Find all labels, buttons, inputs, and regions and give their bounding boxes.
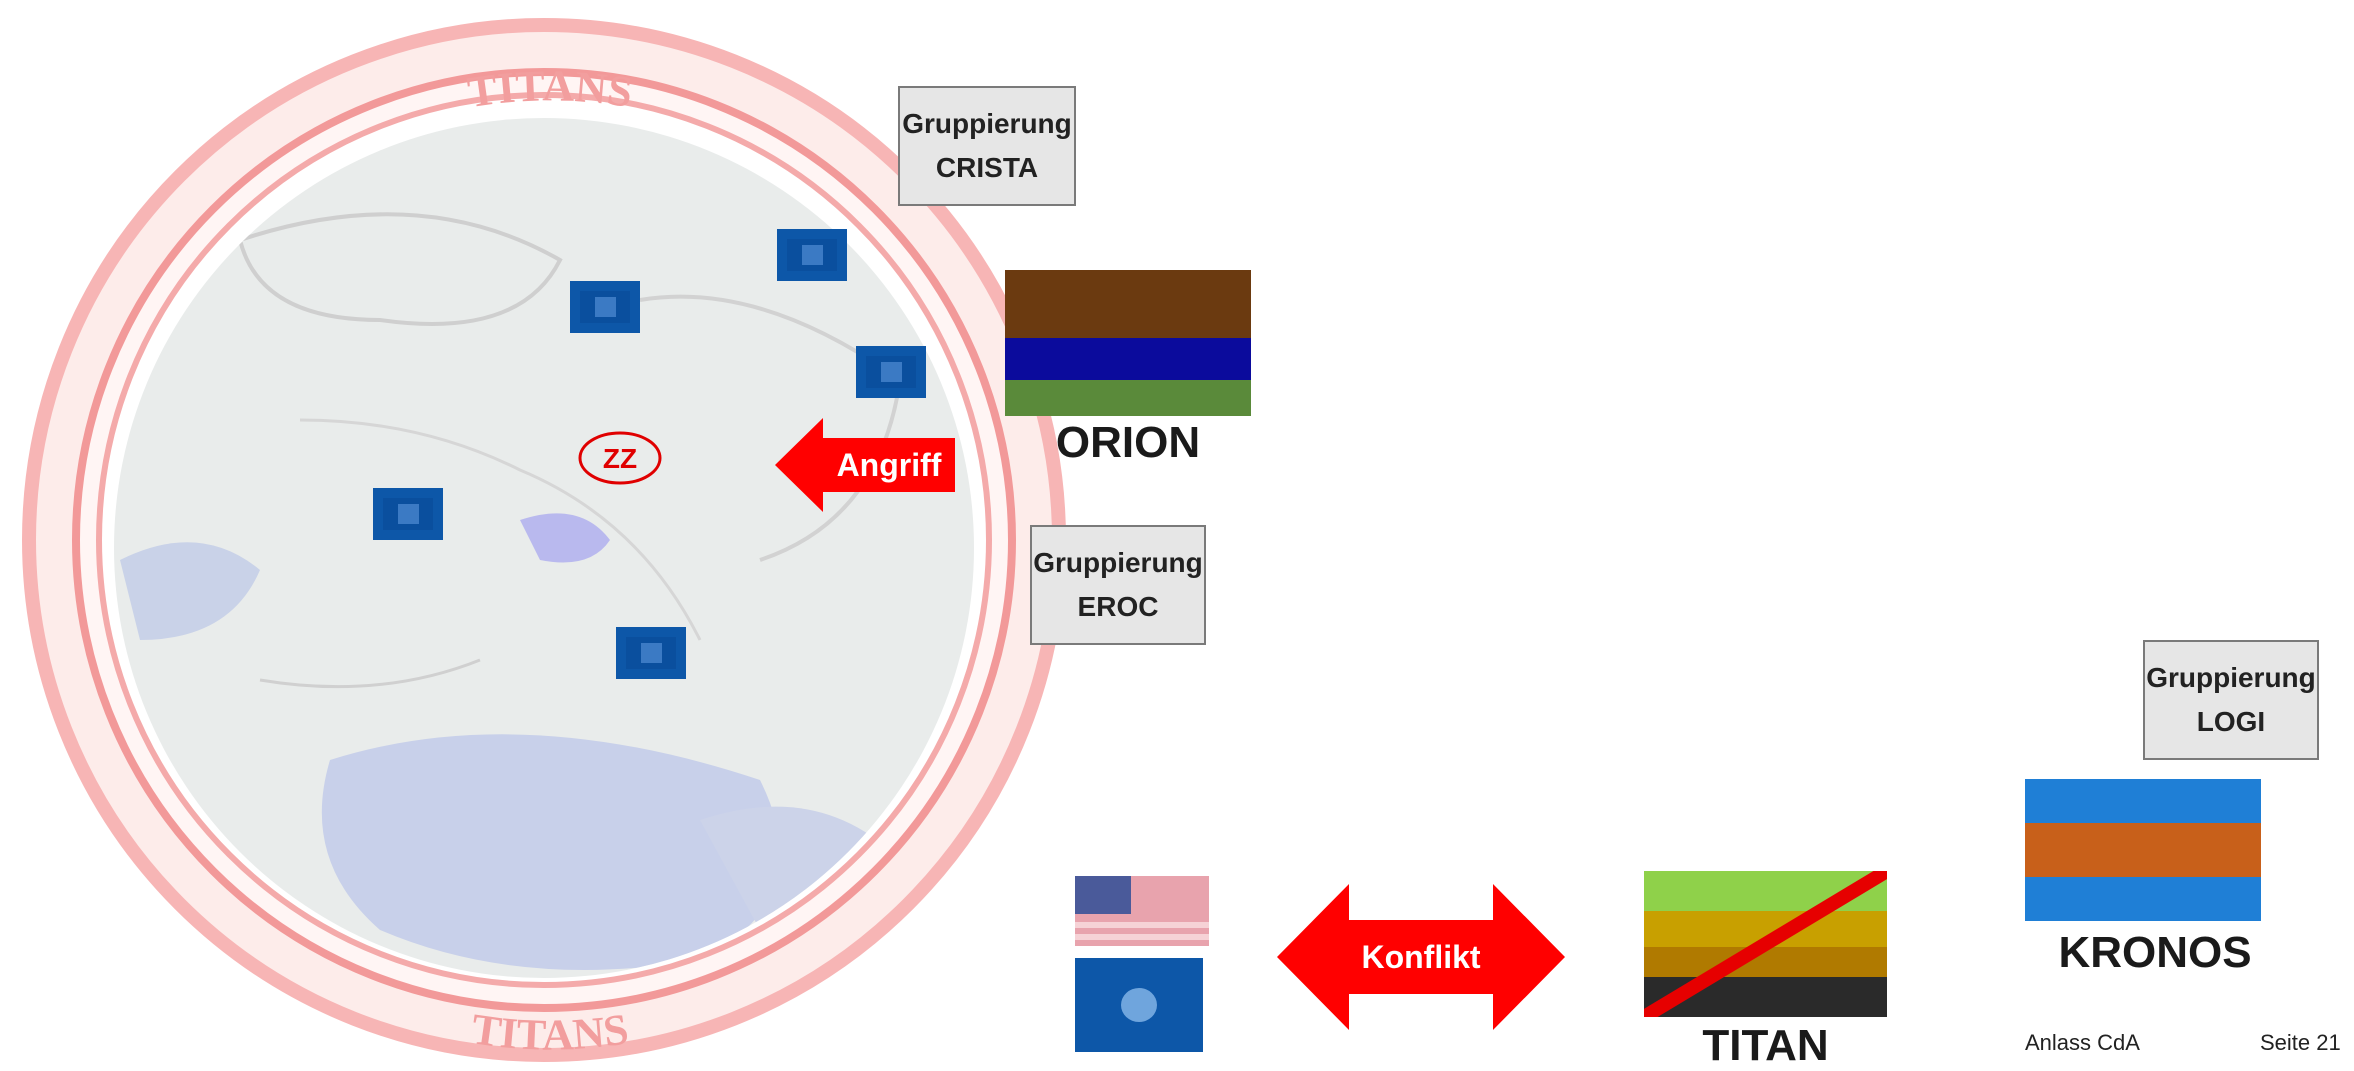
- unit-marker-5: [616, 627, 686, 679]
- group-label-crista-line1: Gruppierung: [902, 108, 1072, 139]
- attack-arrow-label: Angriff: [836, 446, 942, 483]
- ring-text-bottom: TITANS: [469, 1004, 632, 1060]
- kronos-flag: [2025, 779, 2261, 921]
- zz-marker: [578, 431, 662, 485]
- un-flag: [1075, 958, 1203, 1052]
- unit-marker-3: [856, 346, 926, 398]
- group-label-crista-line2: CRISTA: [935, 152, 1039, 183]
- conflict-arrow-label: Konflikt: [1361, 938, 1481, 975]
- group-label-logi-line1: Gruppierung: [2146, 662, 2316, 693]
- unit-marker-4: [373, 488, 443, 540]
- group-box-eroc: Gruppierung EROC: [1030, 525, 1206, 645]
- footer-left: Anlass CdA: [2025, 1030, 2140, 1055]
- titan-flag: [1644, 871, 1887, 1017]
- zz-marker-label: ZZ: [603, 443, 637, 474]
- attack-arrow: Angriff: [775, 418, 955, 512]
- group-label-logi-line2: LOGI: [2196, 706, 2266, 737]
- group-label-eroc-line2: EROC: [1077, 591, 1159, 622]
- usa-flag: [1075, 876, 1209, 946]
- group-box-logi: Gruppierung LOGI: [2143, 640, 2319, 760]
- orion-label: ORION: [1055, 418, 1201, 467]
- kronos-label: KRONOS: [2058, 928, 2252, 977]
- svg-text:TITANS: TITANS: [469, 1004, 632, 1060]
- orion-flag: [1005, 270, 1251, 416]
- titan-label: TITAN: [1702, 1021, 1829, 1070]
- group-box-crista: Gruppierung CRISTA: [898, 86, 1076, 206]
- unit-marker-2: [570, 281, 640, 333]
- unit-marker-1: [777, 229, 847, 281]
- page-number: Seite 21: [2260, 1030, 2341, 1055]
- group-label-eroc-line1: Gruppierung: [1033, 547, 1203, 578]
- conflict-arrow: Konflikt: [1277, 884, 1565, 1030]
